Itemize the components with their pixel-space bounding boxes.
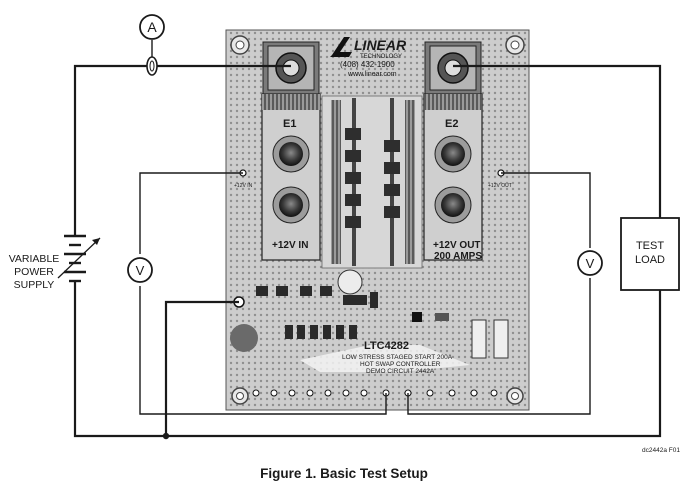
figure-code: dc2442a F01: [642, 447, 680, 454]
terminal-bolt-icon: [434, 186, 472, 224]
svg-text:VARIABLE: VARIABLE: [9, 253, 60, 265]
svg-text:POWER: POWER: [14, 266, 54, 278]
ammeter-symbol: A: [147, 19, 157, 35]
test-load: TEST LOAD: [620, 217, 680, 291]
test-load-label-1: TEST: [636, 240, 664, 252]
voltmeter-output-symbol: V: [586, 256, 595, 271]
mounting-hole-icon: [505, 35, 525, 55]
vin-sense-wire: [139, 172, 243, 254]
svg-text:SUPPLY: SUPPLY: [14, 279, 55, 291]
board-website: www.linear.com: [347, 71, 397, 78]
linear-logo: LINEAR TECHNOLOGY: [330, 37, 407, 60]
svg-text:TECHNOLOGY: TECHNOLOGY: [360, 54, 402, 60]
input-label: +12V IN: [272, 240, 308, 251]
board-desc-1: LOW STRESS STAGED START 200A: [342, 354, 453, 361]
mounting-hole-icon: [231, 387, 249, 405]
voltmeter-input-symbol: V: [136, 263, 145, 278]
part-number: LTC4282: [364, 340, 409, 352]
output-terminal: E2 +12V OUT 200 AMPS: [423, 41, 483, 262]
ammeter: A: [139, 14, 165, 40]
mounting-hole-icon: [506, 387, 524, 405]
board-desc-3: DEMO CIRCUIT 2442A: [366, 368, 435, 375]
supply-label: VARIABLE POWER SUPPLY: [9, 253, 60, 291]
input-terminal: E1 +12V IN: [261, 41, 321, 261]
vout-sense-wire: [501, 172, 591, 248]
terminal-e1-label: E1: [283, 118, 296, 130]
output-current-label: 200 AMPS: [434, 251, 482, 262]
supply-positive-wire: [73, 64, 291, 236]
mosfet-array: [321, 95, 423, 269]
output-wire: [453, 64, 662, 218]
svg-text:+12V OUT: +12V OUT: [488, 183, 512, 189]
board-phone: (408) 432-1900: [340, 60, 395, 69]
vout-sense-return: [407, 278, 591, 415]
terminal-bolt-icon: [272, 186, 310, 224]
demo-board: LINEAR TECHNOLOGY (408) 432-1900 www.lin…: [225, 29, 530, 411]
terminal-e2-label: E2: [445, 118, 458, 130]
ground-tap-wire: [164, 300, 239, 436]
variable-supply-battery-icon: [57, 234, 101, 283]
terminal-bolt-icon: [272, 135, 310, 173]
mounting-hole-icon: [230, 35, 250, 55]
svg-text:+12V IN: +12V IN: [234, 183, 253, 189]
junction-dot: [162, 432, 170, 440]
svg-text:LINEAR: LINEAR: [354, 37, 407, 53]
test-load-label-2: LOAD: [635, 254, 665, 266]
wiring: [73, 40, 662, 440]
vin-sense-return: [139, 286, 387, 415]
voltmeter-output: V: [577, 250, 603, 276]
return-wire: [73, 282, 662, 438]
terminal-bolt-icon: [434, 135, 472, 173]
figure-caption: Figure 1. Basic Test Setup: [260, 466, 428, 481]
voltmeter-input: V: [127, 257, 153, 283]
output-label: +12V OUT: [433, 240, 481, 251]
current-clamp-icon: [146, 56, 158, 76]
board-desc-2: HOT SWAP CONTROLLER: [360, 361, 441, 368]
